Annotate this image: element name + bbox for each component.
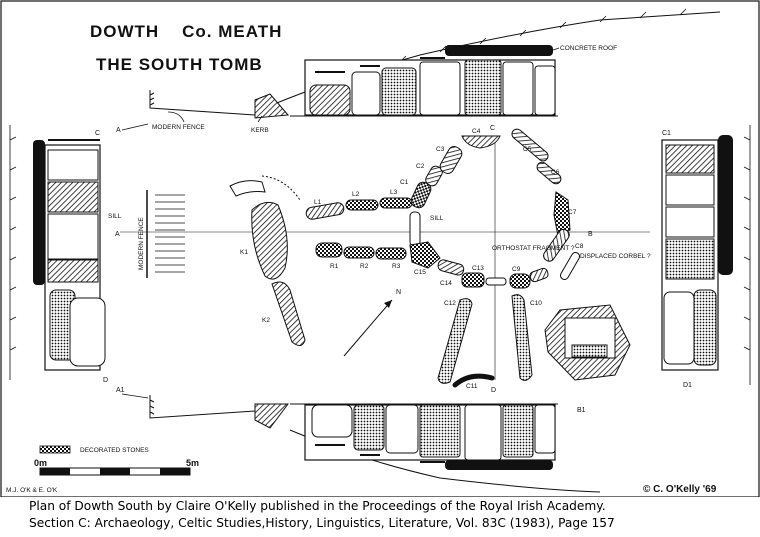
concrete-roof-slab	[445, 45, 553, 56]
stone-label-c8: C8	[575, 243, 584, 250]
stone-label-c6: C6	[551, 169, 560, 176]
section-marker-a-left: A	[115, 231, 120, 238]
stone-label-c11: C11	[466, 383, 478, 390]
decorated-stones-swatch	[39, 445, 71, 454]
stone-label-c12: C12	[444, 300, 456, 307]
north-arrow-icon	[343, 299, 393, 357]
stone-label-r1: R1	[330, 263, 339, 270]
displaced-corbel-label: DISPLACED CORBEL ?	[580, 253, 651, 260]
concrete-roof-label: CONCRETE ROOF	[560, 45, 617, 52]
section-marker-d1: D1	[683, 382, 692, 389]
copyright-credit: © C. O'Kelly '69	[643, 484, 717, 495]
stone-label-c2: C2	[416, 163, 425, 170]
section-marker-d-center: D	[491, 387, 496, 394]
section-marker-c-center: C	[490, 125, 495, 132]
modern-fence-vertical-label: MODERN FENCE	[138, 217, 145, 270]
stone-label-c10: C10	[530, 300, 542, 307]
stone-label-r3: R3	[392, 263, 401, 270]
section-marker-a-top: A	[116, 127, 121, 134]
modern-fence-vertical	[146, 190, 185, 278]
scale-end-label: 5m	[186, 458, 199, 468]
stone-k1-shape	[251, 201, 288, 280]
stone-label-c14: C14	[440, 280, 452, 287]
title-line-2: THE SOUTH TOMB	[96, 55, 263, 74]
section-marker-b: B	[588, 231, 593, 238]
stone-label-c4: C4	[472, 128, 481, 135]
scale-start-label: 0m	[34, 458, 47, 468]
stone-label-k1: K1	[240, 249, 248, 256]
stone-label-r2: R2	[360, 263, 369, 270]
scale-bar	[39, 467, 191, 476]
stone-label-l2: L2	[352, 191, 360, 198]
section-marker-b1: B1	[577, 407, 586, 414]
stone-label-l1: L1	[314, 199, 322, 206]
stone-label-c15: C15	[414, 269, 426, 276]
section-marker-c-left: C	[95, 130, 100, 137]
left-elevation	[9, 125, 106, 380]
section-marker-a1: A1	[116, 387, 125, 394]
top-elevation	[149, 8, 721, 119]
caption: Plan of Dowth South by Claire O'Kelly pu…	[0, 497, 760, 537]
stone-label-c1: C1	[400, 179, 409, 186]
drawn-by-credit: M.J. O'K & E. O'K	[6, 487, 58, 494]
stone-label-c5: C5	[523, 146, 532, 153]
concrete-roof-slab-bottom	[445, 460, 553, 470]
stone-label-c7: C7	[568, 209, 577, 216]
orthostat-fragment-label: ORTHOSTAT FRAGMENT ?	[492, 245, 575, 252]
caption-line-1: Plan of Dowth South by Claire O'Kelly pu…	[29, 499, 606, 513]
stone-k2-shape	[271, 281, 306, 346]
stone-label-l3: L3	[390, 189, 398, 196]
sill-label-left: SILL	[108, 213, 122, 220]
stone-label-c13: C13	[472, 265, 484, 272]
north-label: N	[396, 289, 401, 296]
plan-stones	[229, 128, 631, 388]
title-line-1: DOWTH Co. MEATH	[90, 22, 282, 41]
stone-label-c9: C9	[512, 266, 521, 273]
stone-label-k2: K2	[262, 317, 270, 324]
sill-label-center: SILL	[430, 215, 444, 222]
section-marker-d-left: D	[103, 377, 108, 384]
section-marker-c1: C1	[662, 130, 671, 137]
kerb-label: KERB	[251, 127, 269, 134]
bottom-elevation	[149, 395, 601, 493]
stone-label-c3: C3	[436, 146, 445, 153]
decorated-stones-label: DECORATED STONES	[80, 447, 149, 454]
right-elevation	[661, 125, 751, 385]
modern-fence-label: MODERN FENCE	[152, 124, 205, 131]
caption-line-2: Section C: Archaeology, Celtic Studies,H…	[29, 516, 615, 530]
